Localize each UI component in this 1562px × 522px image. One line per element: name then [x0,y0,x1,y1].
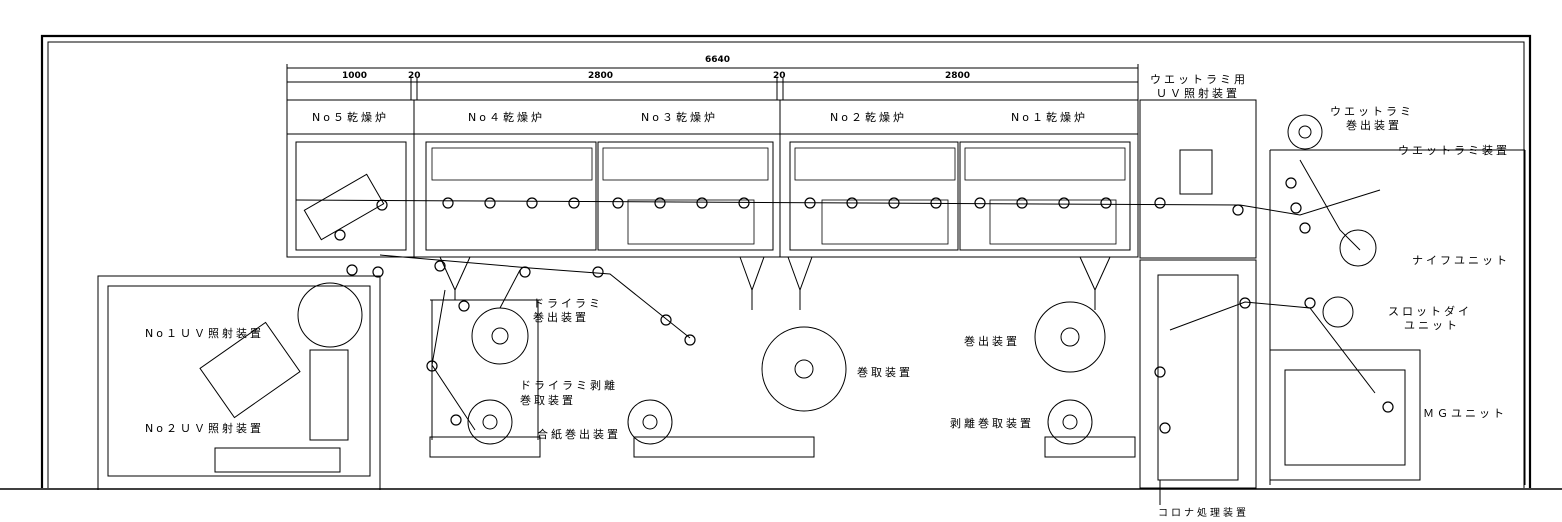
oven-no5-label: No５乾燥炉 [312,111,389,124]
uv2-label: No２ＵＶ照射装置 [145,422,264,435]
peel-rewind-label: 剥離巻取装置 [950,417,1034,430]
wet-lami-device-label: ウエットラミ装置 [1398,144,1510,157]
rewind-label: 巻取装置 [857,366,913,379]
dry-lami-peel-label-line1: ドライラミ剥離 [520,379,618,392]
dimension-total: 6640 [705,55,731,65]
oven-no3-label: No３乾燥炉 [641,111,718,124]
wet-lami-uv-label-line2: ＵＶ照射装置 [1156,87,1240,100]
dry-lami-unwind-label-line1: ドライラミ [533,297,603,310]
slot-die-label-line2: ユニット [1404,319,1460,332]
wet-lami-unwind-label-line1: ウエットラミ [1330,105,1414,118]
oven-no2-label: No２乾燥炉 [830,111,907,124]
mg-unit-label: ＭＧユニット [1423,407,1507,420]
dimension-gap1: 20 [408,71,421,81]
wet-lami-unwind-label-line2: 巻出装置 [1346,119,1402,132]
wet-lami-uv-label-line1: ウエットラミ用 [1150,73,1248,86]
corona-treatment-label: コロナ処理装置 [1158,508,1249,519]
knife-unit-label: ナイフユニット [1412,254,1510,267]
dimension-no4-no3: 2800 [588,71,614,81]
uv1-label: No１ＵＶ照射装置 [145,327,264,340]
interleaf-unwind-label: 合紙巻出装置 [537,428,621,441]
oven-no1-label: No１乾燥炉 [1011,111,1088,124]
dry-lami-unwind-label-line2: 巻出装置 [533,311,589,324]
dimension-no5: 1000 [342,71,368,81]
dimension-no2-no1: 2800 [945,71,971,81]
oven-no4-label: No４乾燥炉 [468,111,545,124]
dry-lami-peel-label-line2: 巻取装置 [520,394,576,407]
unwind-label: 巻出装置 [964,335,1020,348]
slot-die-label-line1: スロットダイ [1388,305,1472,318]
dimension-gap2: 20 [773,71,786,81]
